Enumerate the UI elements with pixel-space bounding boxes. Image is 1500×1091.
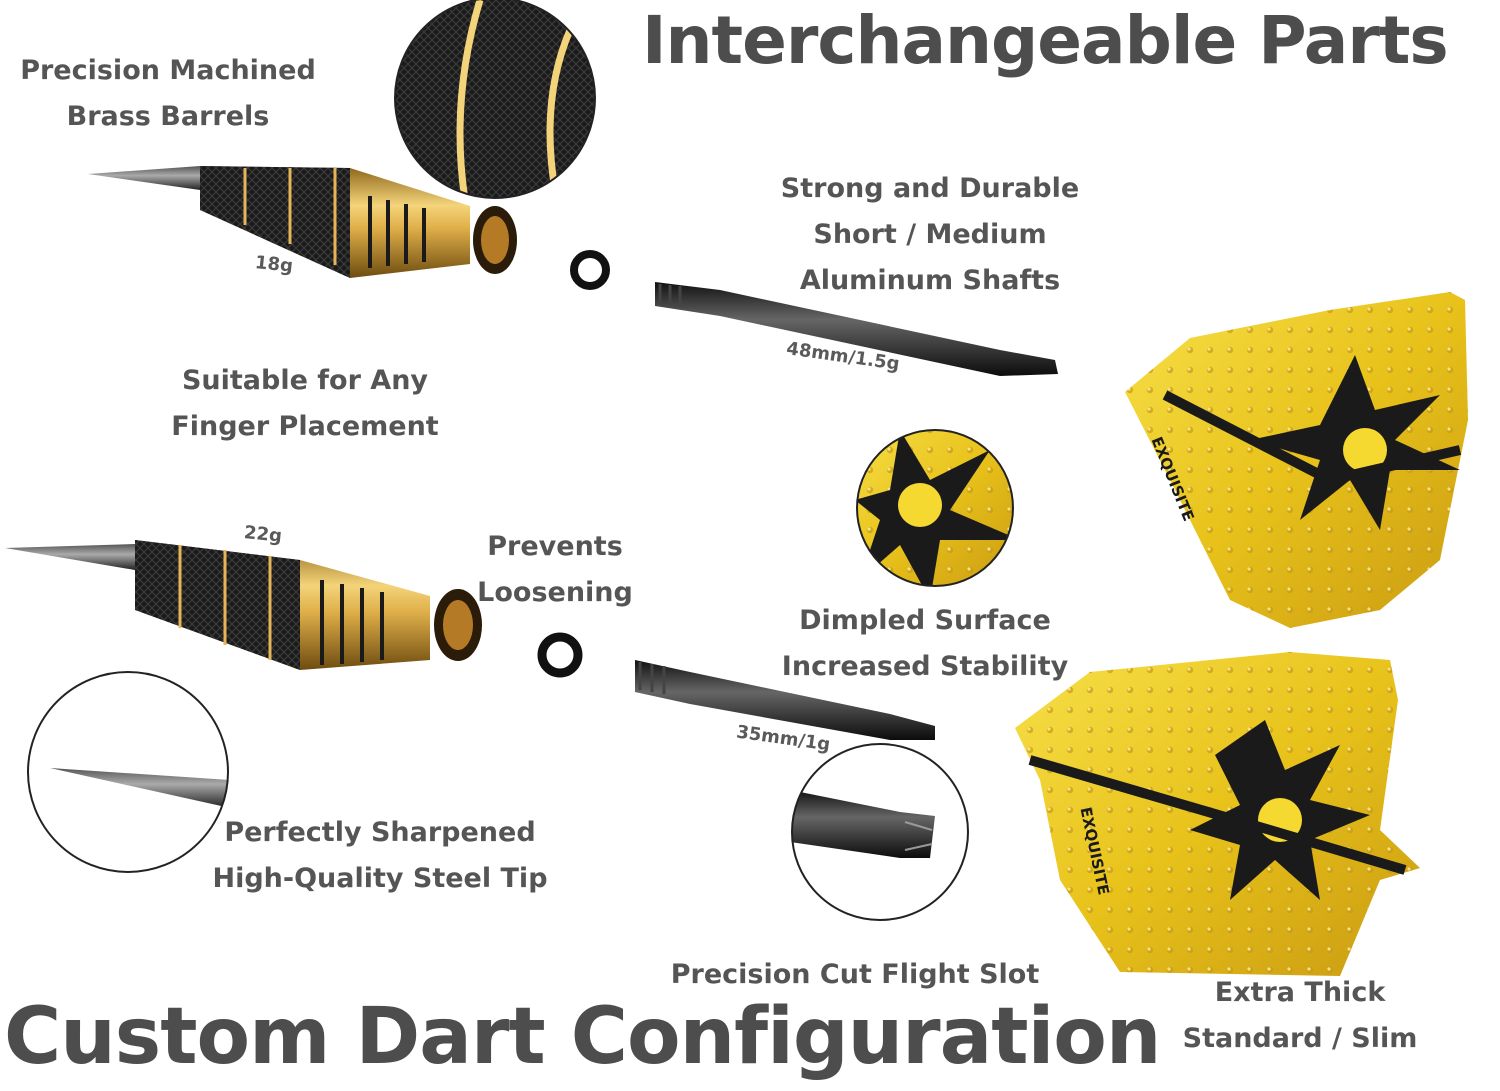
dart-barrel-18g xyxy=(88,166,517,278)
weight-label-22g: 22g xyxy=(243,522,283,547)
headline-custom-dart-configuration: Custom Dart Configuration xyxy=(4,992,1161,1082)
feature-shafts-line-3: Aluminum Shafts xyxy=(799,265,1061,296)
feature-barrels-line-2: Brass Barrels xyxy=(66,101,270,132)
feature-grip-line-1: Suitable for Any xyxy=(181,365,429,396)
headline-interchangeable-parts: Interchangeable Parts xyxy=(642,2,1449,79)
feature-grip: Suitable for Any Finger Placement xyxy=(160,358,450,450)
zoom-flight-slot xyxy=(791,743,969,921)
weight-label-18g: 18g xyxy=(254,252,294,277)
feature-grip-line-2: Finger Placement xyxy=(171,411,439,442)
dart-barrel-22g xyxy=(5,540,482,670)
feature-flight-surface-line-2: Increased Stability xyxy=(781,651,1069,682)
zoom-flight-surface xyxy=(856,429,1014,587)
feature-tip: Perfectly Sharpened High-Quality Steel T… xyxy=(200,810,560,902)
feature-tip-line-1: Perfectly Sharpened xyxy=(224,817,536,848)
shaft-medium xyxy=(655,282,1058,376)
feature-tip-line-2: High-Quality Steel Tip xyxy=(212,863,548,894)
feature-flights-line-2: Standard / Slim xyxy=(1182,1023,1418,1054)
feature-shafts-line-2: Short / Medium xyxy=(813,219,1047,250)
feature-shafts: Strong and Durable Short / Medium Alumin… xyxy=(770,166,1090,304)
feature-flight-surface: Dimpled Surface Increased Stability xyxy=(775,598,1075,690)
feature-flight-surface-line-1: Dimpled Surface xyxy=(799,605,1051,636)
o-ring-2 xyxy=(537,632,583,678)
feature-flight-slot-line-1: Precision Cut Flight Slot xyxy=(670,959,1040,990)
feature-oring-line-2: Loosening xyxy=(477,577,633,608)
feature-oring: Prevents Loosening xyxy=(465,524,645,616)
feature-barrels-line-1: Precision Machined xyxy=(20,55,316,86)
feature-barrels: Precision Machined Brass Barrels xyxy=(18,48,318,140)
zoom-barrel-knurl xyxy=(394,0,596,199)
shaft-short xyxy=(635,660,935,740)
feature-flight-slot: Precision Cut Flight Slot xyxy=(670,952,1040,998)
o-ring-1 xyxy=(570,250,610,290)
zoom-steel-tip xyxy=(27,671,229,873)
feature-oring-line-1: Prevents xyxy=(487,531,623,562)
flight-slim xyxy=(1015,652,1420,976)
feature-flights: Extra Thick Standard / Slim xyxy=(1170,970,1430,1062)
feature-shafts-line-1: Strong and Durable xyxy=(780,173,1080,204)
flight-standard xyxy=(1125,292,1468,628)
feature-flights-line-1: Extra Thick xyxy=(1214,977,1386,1008)
